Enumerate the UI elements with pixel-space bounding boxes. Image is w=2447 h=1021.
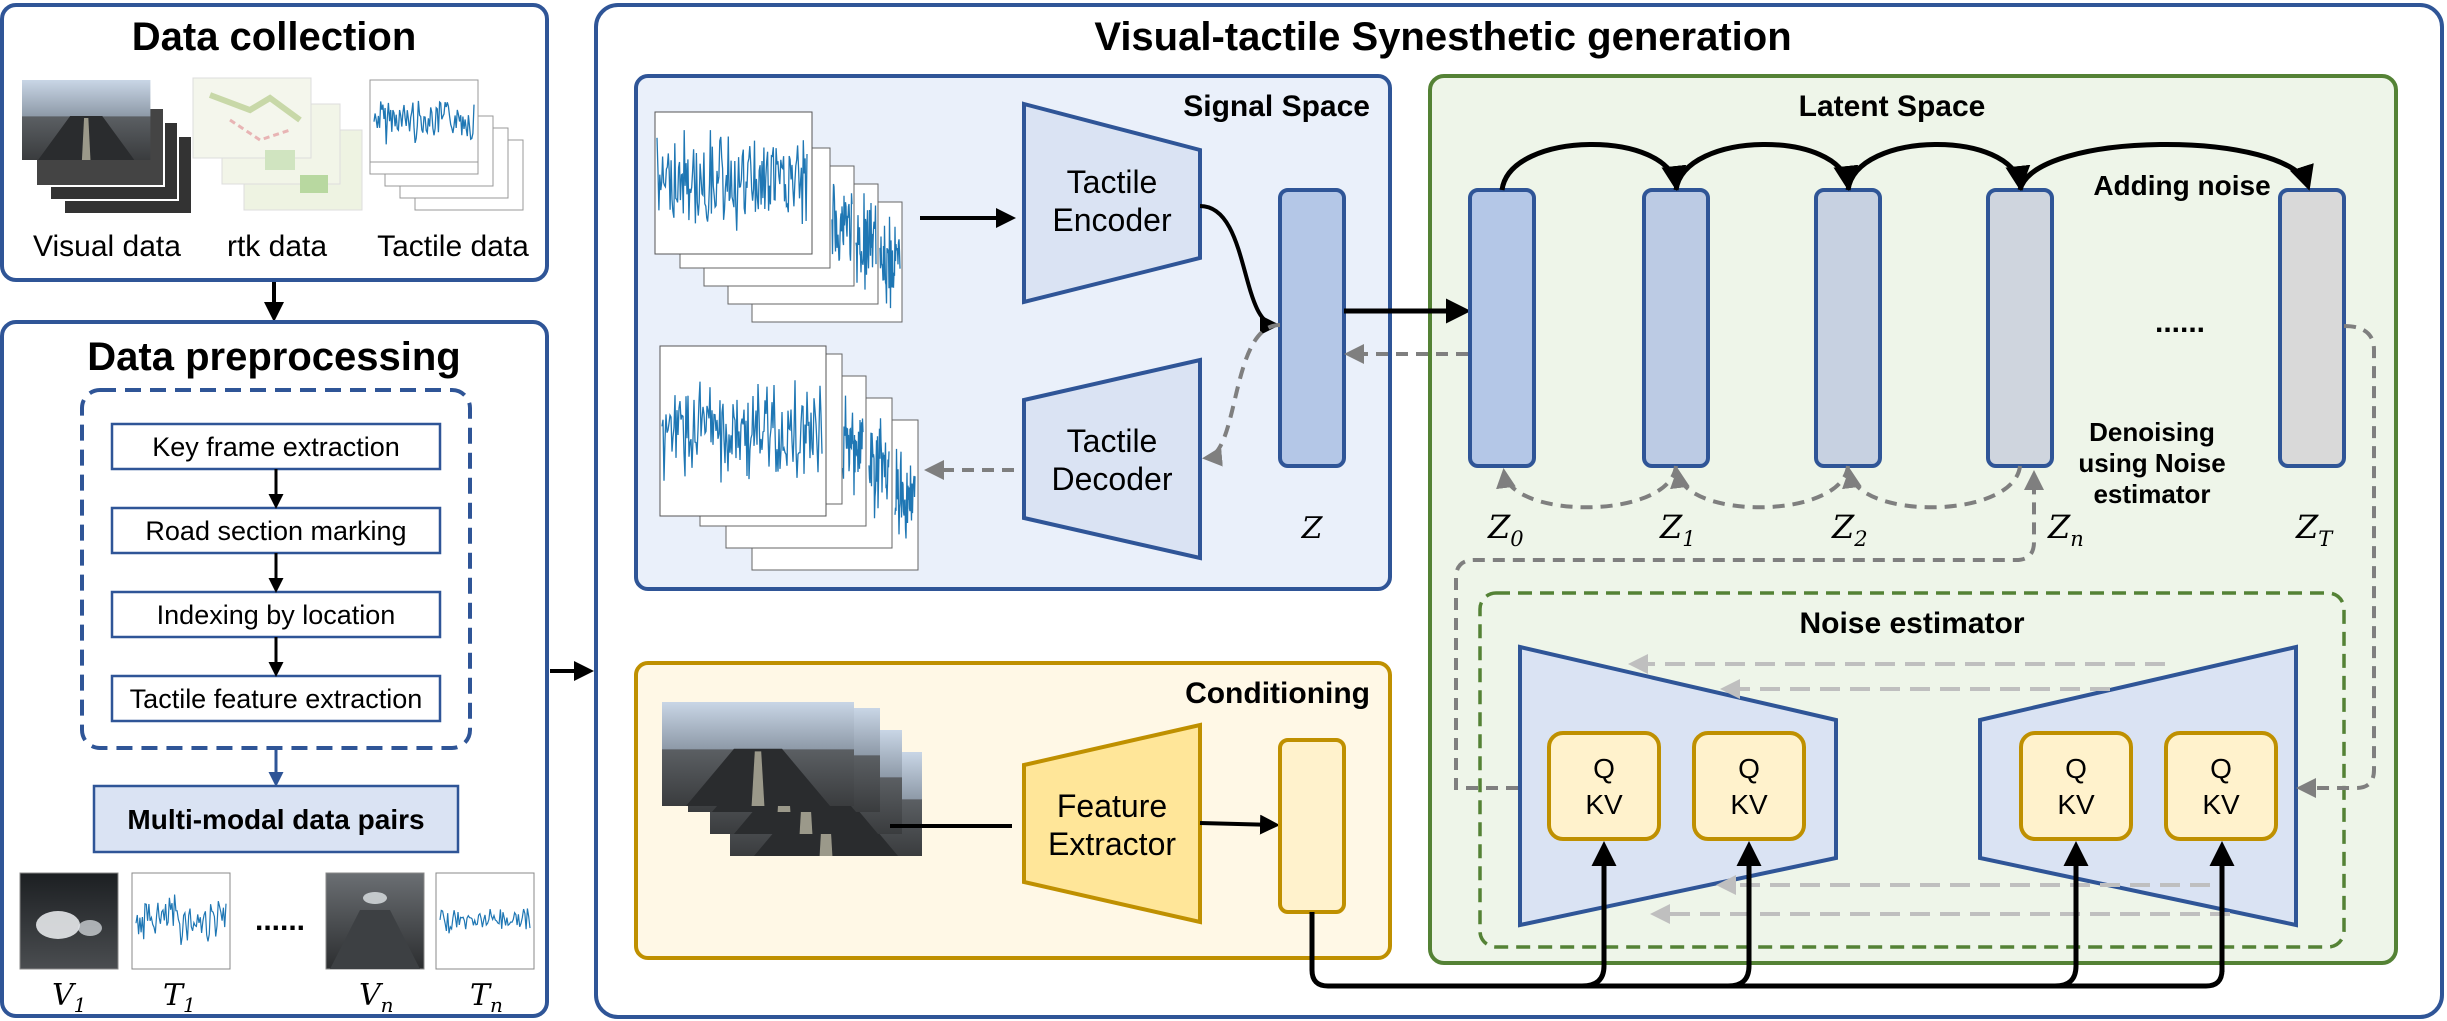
latent-dots: ...... (2155, 306, 2205, 339)
pair-t1-signal (131, 872, 231, 970)
extractor-to-condition-arrow (1199, 814, 1280, 835)
latent-block-z1 (1642, 188, 1710, 468)
tactile-decoder (1022, 357, 1202, 561)
noise-arrow-2-n (1845, 142, 2031, 191)
feature-extractor (1022, 722, 1202, 925)
latent-label-z1: Z1 (1659, 508, 1696, 551)
noise-arrow-n-t (2017, 142, 2314, 191)
attention-block-3 (2019, 731, 2133, 841)
condition-arrow-3 (2054, 841, 2089, 989)
latent-block-z0 (1468, 188, 1536, 468)
z-to-decoder-arrow (1202, 323, 1281, 467)
latent-block-zt (2278, 188, 2346, 468)
noise-estimator-title: Noise estimator (1799, 607, 2024, 640)
step-label-2: Road section marking (145, 516, 406, 546)
data-preprocessing-title: Data preprocessing (87, 335, 460, 379)
pair-label-t1: T1 (163, 978, 196, 1017)
denoise-arrow-1-0 (1496, 465, 1678, 510)
denoise-arrow-n-2 (1842, 465, 2022, 510)
denoise-arrow-2-1 (1670, 465, 1850, 510)
tactile-encoder (1022, 101, 1202, 305)
tactile-input-signals (654, 111, 903, 323)
attention-block-2 (1692, 731, 1806, 841)
adding-noise-label: Adding noise (2093, 170, 2270, 201)
attention-block-4 (2164, 731, 2278, 841)
attention-block-1 (1547, 731, 1661, 841)
main-title: Visual-tactile Synesthetic generation (1094, 15, 1791, 59)
zt-to-estimator-arrow (2296, 324, 2376, 798)
pair-label-tn: Tn (470, 978, 503, 1017)
rtk-data-thumbnail (192, 77, 363, 211)
step-label-1: Key frame extraction (152, 432, 400, 462)
condition-bus (1309, 912, 2225, 989)
data-collection-title: Data collection (132, 15, 417, 59)
step-box-2 (110, 506, 442, 555)
noise-arrow-1-2 (1673, 142, 1859, 191)
latent-label-z0: Z0 (1487, 508, 1524, 551)
condition-arrow-2 (1727, 841, 1762, 989)
condition-arrow-1 (1581, 841, 1617, 989)
noise-estimator-panel (1478, 591, 2346, 949)
pair-tn-signal (435, 872, 535, 970)
step-box-1 (110, 422, 442, 471)
multimodal-pairs-label: Multi-modal data pairs (127, 804, 424, 835)
z-latent-block (1278, 188, 1346, 468)
pair-dots: ...... (255, 904, 305, 937)
latent-label-zt: ZT (2295, 508, 2334, 551)
latent-label-zn: Zn (2047, 508, 2084, 551)
tactile-data-label: Tactile data (377, 230, 529, 263)
tactile-data-thumbnail (369, 79, 524, 211)
latent-block-zn (1986, 188, 2054, 468)
rtk-data-label: rtk data (227, 230, 327, 263)
estimator-to-zn-arrow (1454, 470, 2044, 790)
latent-space-title: Latent Space (1799, 90, 1986, 123)
step-box-3 (110, 590, 442, 639)
encoder-to-z-arrow (1199, 204, 1280, 335)
pair-v1-image (19, 872, 119, 970)
visual-data-thumbnail (22, 80, 193, 215)
condition-embedding-block (1278, 738, 1346, 914)
latent-block-z2 (1814, 188, 1882, 468)
conditioning-title: Conditioning (1185, 677, 1370, 710)
z-label: Z (1301, 511, 1324, 546)
multimodal-pairs-box (92, 784, 460, 854)
signal-space-title: Signal Space (1183, 90, 1370, 123)
step-label-3: Indexing by location (157, 600, 396, 630)
tactile-output-signals (659, 345, 919, 571)
visual-data-label: Visual data (33, 230, 181, 263)
step-label-4: Tactile feature extraction (130, 684, 423, 714)
noise-arrow-0-1 (1499, 142, 1687, 191)
pair-label-vn: Vn (359, 978, 394, 1017)
latent-label-z2: Z2 (1831, 508, 1868, 551)
pair-vn-image (325, 872, 425, 970)
pair-label-v1: V1 (52, 978, 86, 1017)
